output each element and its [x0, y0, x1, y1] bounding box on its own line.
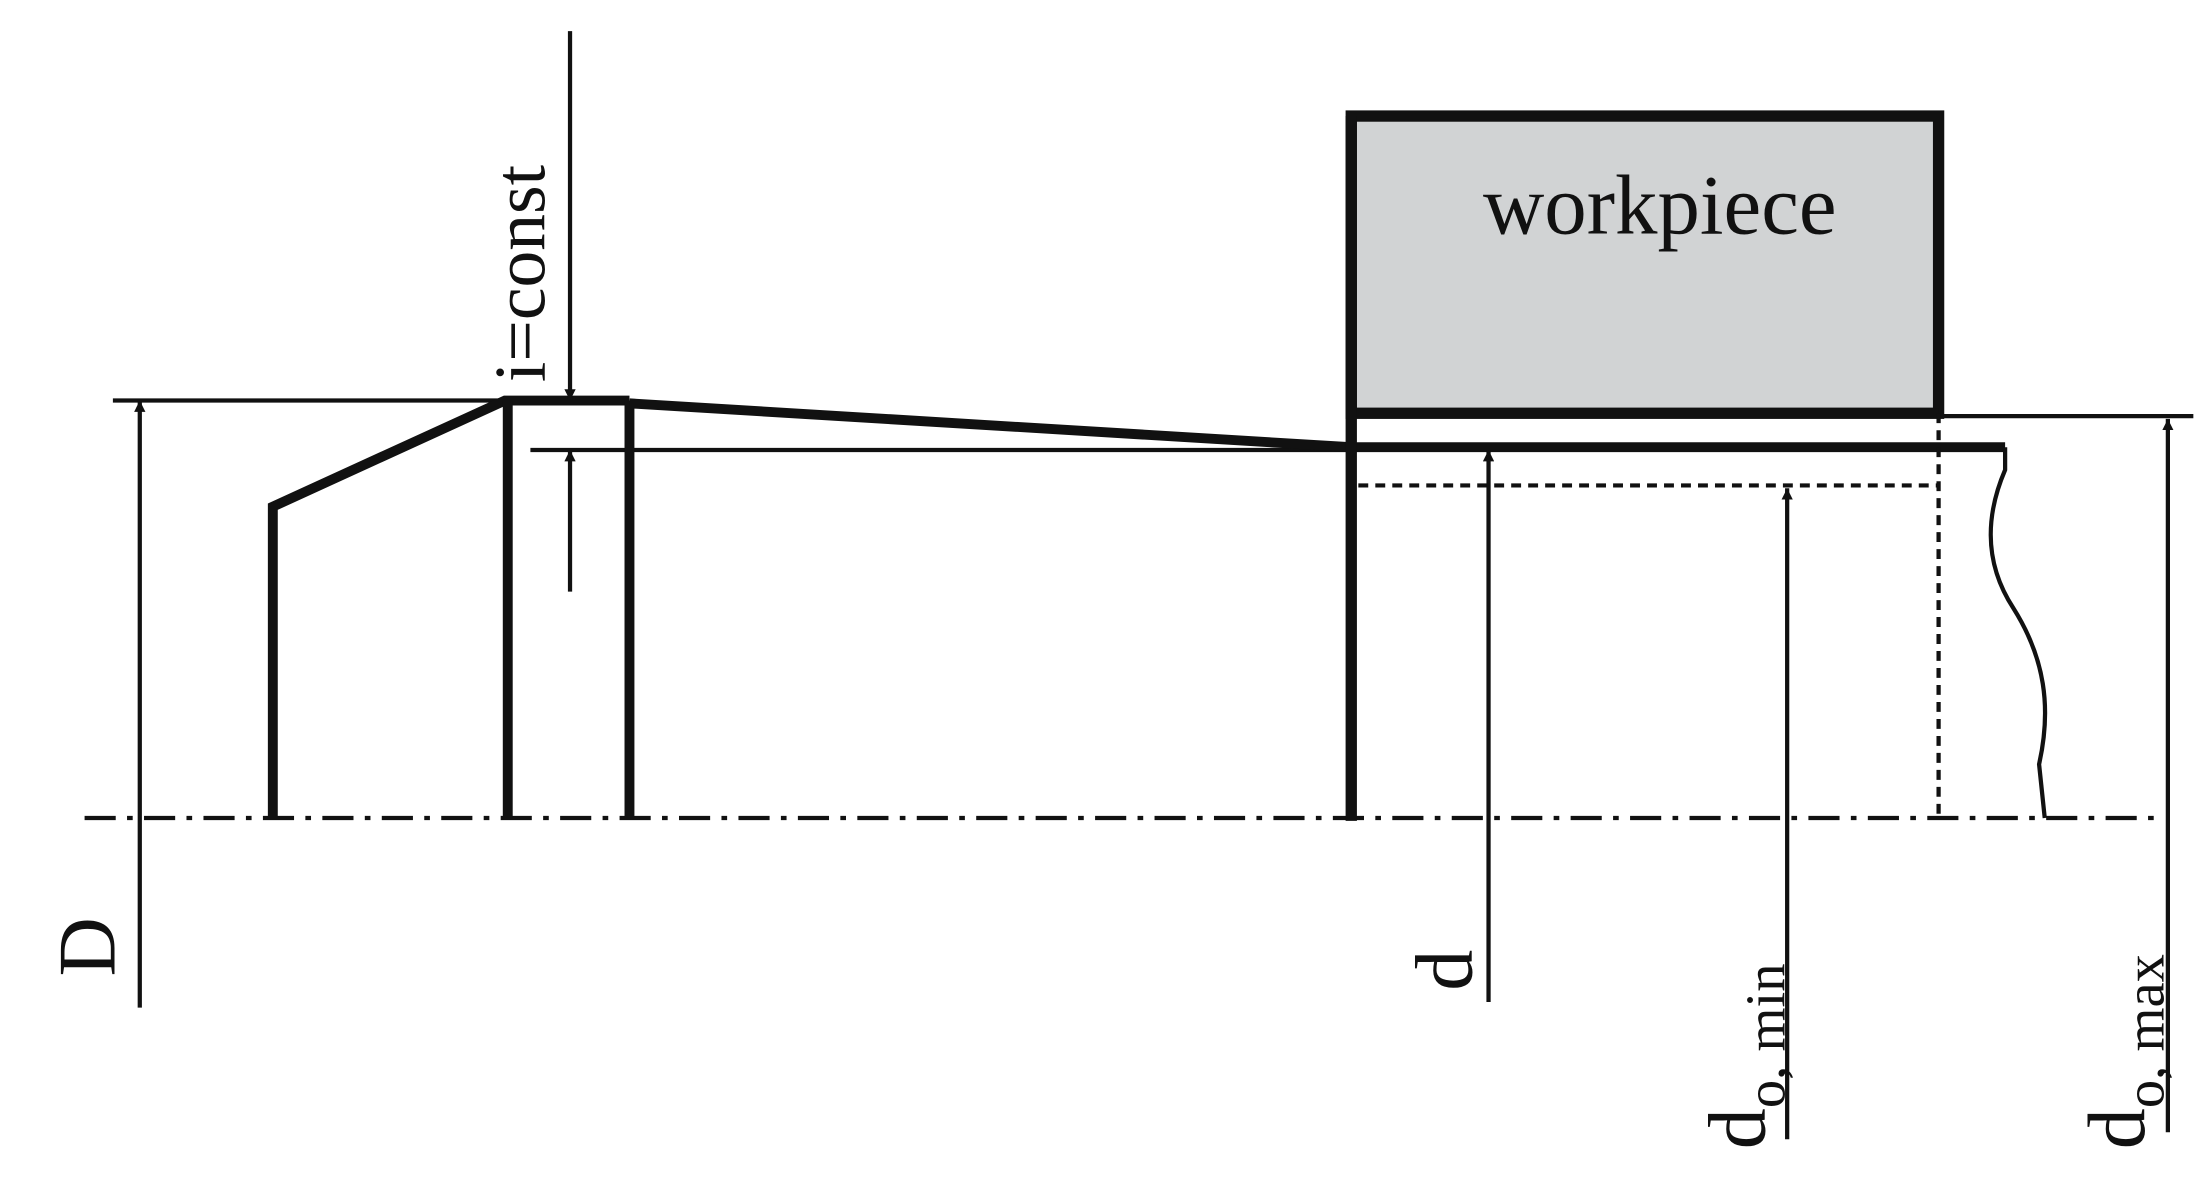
- D-label: D: [41, 917, 132, 976]
- tool-taper: [629, 398, 1352, 453]
- break-line: [1988, 447, 2048, 819]
- workpiece-label: workpiece: [1483, 159, 1837, 253]
- d-o-min-sub: o, min: [1735, 963, 1797, 1108]
- d-o-max-main: d: [2071, 1108, 2162, 1149]
- d-o-min-main: d: [1692, 1108, 1783, 1149]
- i-const-label: i=const: [479, 164, 561, 382]
- d-label: d: [1399, 950, 1490, 991]
- d-o-min-label: do, min: [1692, 963, 1798, 1149]
- d-o-max-sub: o, max: [2115, 954, 2177, 1108]
- d-o-max-label: do, max: [2071, 954, 2177, 1149]
- tool-tooth-profile: [267, 395, 630, 819]
